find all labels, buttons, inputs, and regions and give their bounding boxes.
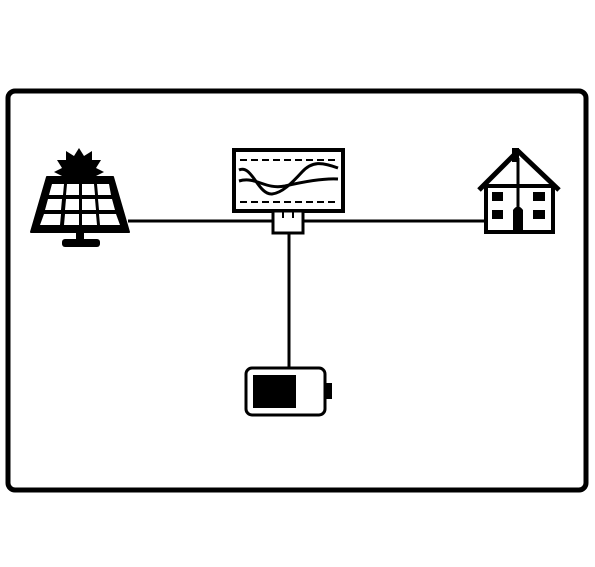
diagram-frame — [5, 88, 589, 493]
sun-icon — [54, 148, 104, 176]
battery-icon — [244, 366, 332, 417]
inverter-icon — [232, 148, 345, 235]
solar-panel-icon — [30, 148, 130, 247]
house-icon — [477, 148, 561, 234]
